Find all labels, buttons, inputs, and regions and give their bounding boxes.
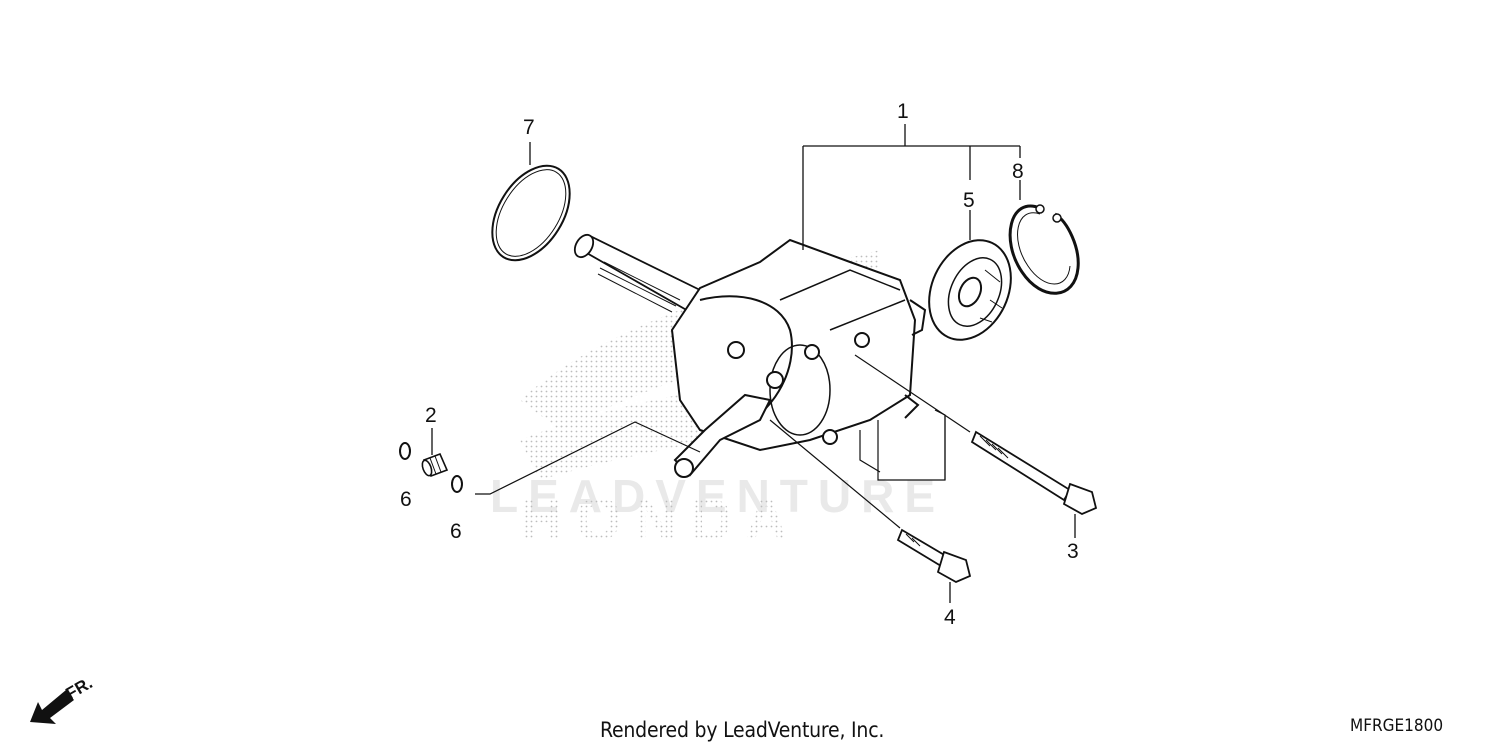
- washer-part: [399, 442, 411, 460]
- callout-labels: 1 2 3 4 5 6 6 7 8: [400, 100, 1079, 629]
- arrow-icon: [30, 690, 74, 724]
- long-bolt-part: [970, 430, 1098, 516]
- washer-part: [451, 475, 463, 493]
- callout-number: 5: [963, 189, 975, 212]
- dowel-pin-part: [421, 452, 449, 478]
- o-ring-part: [491, 164, 571, 262]
- callout-number: 3: [1067, 540, 1079, 563]
- snap-ring-part-inner: [1017, 212, 1071, 285]
- o-ring-part-inner: [495, 169, 567, 257]
- callout-number: 6: [450, 520, 462, 543]
- assembly-lines: [475, 354, 971, 529]
- bearing-part: [928, 239, 1012, 341]
- front-direction-indicator: FR.: [30, 673, 96, 724]
- callout-number: 2: [425, 404, 437, 427]
- short-bolt-part: [896, 528, 972, 584]
- snap-ring-part: [1008, 204, 1080, 295]
- final-drive-housing-part: [670, 238, 927, 478]
- watermark-maker: HONDA: [520, 486, 800, 553]
- callout-number: 4: [944, 606, 956, 629]
- output-shaft-part: [573, 233, 702, 314]
- snap-ring-eyelet: [1035, 204, 1045, 214]
- snap-ring-eyelet: [1052, 213, 1062, 223]
- callout-number: 8: [1012, 160, 1024, 183]
- callout-number: 6: [400, 488, 412, 511]
- render-credit: Rendered by LeadVenture, Inc.: [600, 718, 885, 742]
- callout-number: 1: [897, 100, 909, 123]
- callout-number: 7: [523, 116, 535, 139]
- diagram-code: MFRGE1800: [1350, 716, 1444, 736]
- leader-bracket-1: [802, 124, 1021, 250]
